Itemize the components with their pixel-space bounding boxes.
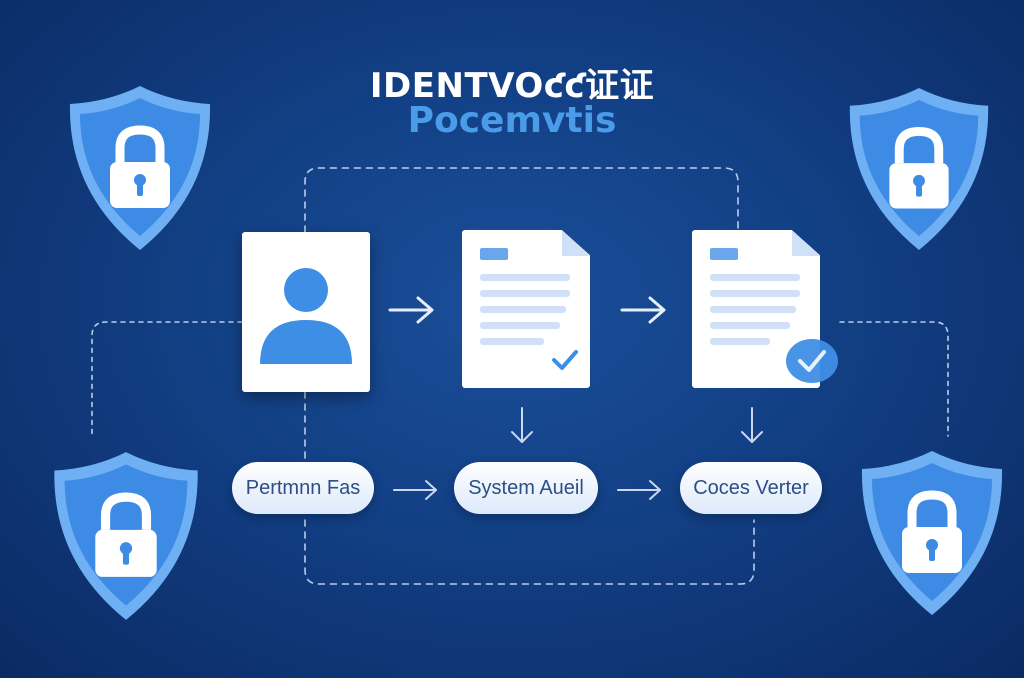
person-document-card: [242, 232, 370, 392]
verified-badge-icon: [786, 339, 838, 383]
diagram-title: IDENTVOƈƈ证证: [369, 66, 655, 106]
step-pill-3: Coces Verter: [680, 462, 822, 514]
person-icon: [260, 268, 352, 364]
diagram-subtitle: Pocemvtis: [407, 100, 617, 141]
right-side-connector: [839, 321, 949, 437]
top-dashed-connector: [304, 167, 739, 233]
shield-lock-icon-top-left: [69, 86, 211, 250]
step-pill-2: System Aueil: [454, 462, 598, 514]
shield-lock-icon-top-right: [849, 88, 989, 250]
arrow-down-2: [741, 407, 763, 443]
step-pill-1: Pertmnn Fas: [232, 462, 374, 514]
arrow-down-1: [511, 407, 533, 443]
arrow-right-4: [617, 480, 661, 500]
arrow-right-2: [620, 296, 666, 324]
document-verified-icon: [710, 230, 820, 345]
document-checked-card: [462, 230, 590, 388]
arrow-right-3: [393, 480, 437, 500]
arrow-right-1: [388, 296, 434, 324]
shield-lock-icon-bottom-right: [861, 451, 1003, 615]
bottom-dashed-connector: [304, 519, 755, 585]
left-side-connector: [91, 321, 243, 437]
shield-lock-icon-bottom-left: [54, 452, 198, 620]
document-check-icon: [480, 230, 590, 370]
